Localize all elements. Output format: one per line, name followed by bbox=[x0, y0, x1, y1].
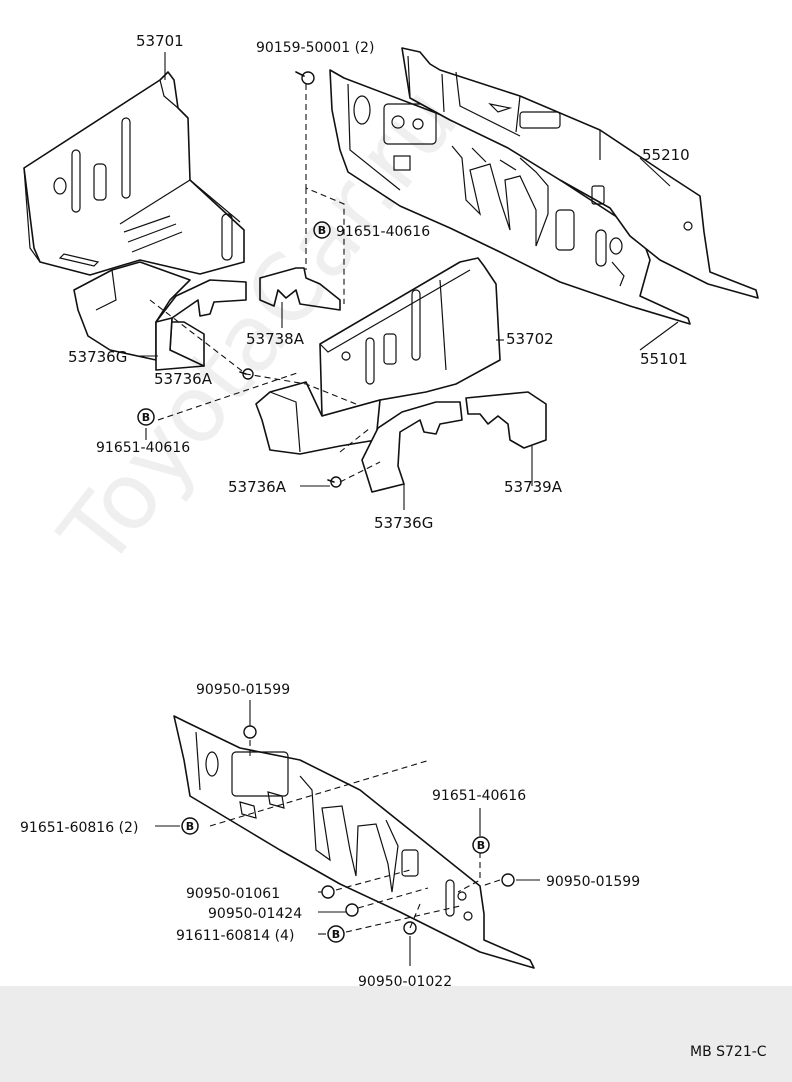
svg-text:B: B bbox=[332, 928, 340, 941]
bolt-marker-b-3: B bbox=[181, 817, 199, 835]
label-91651-40616-b: 91651-40616 bbox=[96, 440, 190, 456]
footer-band bbox=[0, 986, 792, 1082]
label-53701: 53701 bbox=[136, 32, 184, 50]
bolt-marker-b-4: B bbox=[472, 836, 490, 854]
svg-text:B: B bbox=[477, 839, 485, 852]
lower-dash-panel bbox=[173, 715, 535, 969]
svg-text:B: B bbox=[318, 224, 326, 237]
label-53739A: 53739A bbox=[504, 478, 563, 496]
cowl-side-panel-53701 bbox=[23, 71, 245, 361]
label-90950-01022: 90950-01022 bbox=[358, 974, 452, 990]
pad-53739A bbox=[465, 391, 547, 449]
label-91651-60816: 91651-60816 (2) bbox=[20, 820, 138, 836]
label-91651-40616-c: 91651-40616 bbox=[432, 788, 526, 804]
label-53702: 53702 bbox=[506, 330, 554, 348]
label-53736A-left: 53736A bbox=[154, 370, 213, 388]
cowl-side-panel-53702 bbox=[255, 257, 501, 455]
svg-text:B: B bbox=[142, 411, 150, 424]
label-90950-01061: 90950-01061 bbox=[186, 886, 280, 902]
label-55210: 55210 bbox=[642, 146, 690, 164]
upper-dash-panel-55210 bbox=[401, 47, 759, 299]
insulator-53736G-left bbox=[155, 279, 247, 371]
leader-lines bbox=[136, 52, 679, 966]
bolt-marker-b-2: B bbox=[137, 408, 155, 426]
dash-panel-55101 bbox=[329, 69, 691, 325]
svg-text:B: B bbox=[186, 820, 194, 833]
label-53736A-middle: 53736A bbox=[228, 478, 287, 496]
label-90950-01599-top: 90950-01599 bbox=[196, 682, 290, 698]
fasteners bbox=[239, 71, 515, 935]
pad-53738A bbox=[259, 267, 341, 311]
label-91651-40616-a: 91651-40616 bbox=[336, 224, 430, 240]
label-90950-01599-right: 90950-01599 bbox=[546, 874, 640, 890]
insulator-53736G-middle bbox=[361, 401, 463, 493]
label-53736G-left: 53736G bbox=[68, 348, 127, 366]
label-55101: 55101 bbox=[640, 350, 688, 368]
label-53736G-middle: 53736G bbox=[374, 514, 433, 532]
bolt-marker-b-1: B bbox=[313, 221, 331, 239]
label-53738A: 53738A bbox=[246, 330, 305, 348]
label-90950-01424: 90950-01424 bbox=[208, 906, 302, 922]
bolt-marker-b-5: B bbox=[327, 925, 345, 943]
label-90159-50001: 90159-50001 (2) bbox=[256, 40, 374, 56]
label-91611-60814: 91611-60814 (4) bbox=[176, 928, 294, 944]
document-code: MB S721-C bbox=[690, 1044, 767, 1060]
